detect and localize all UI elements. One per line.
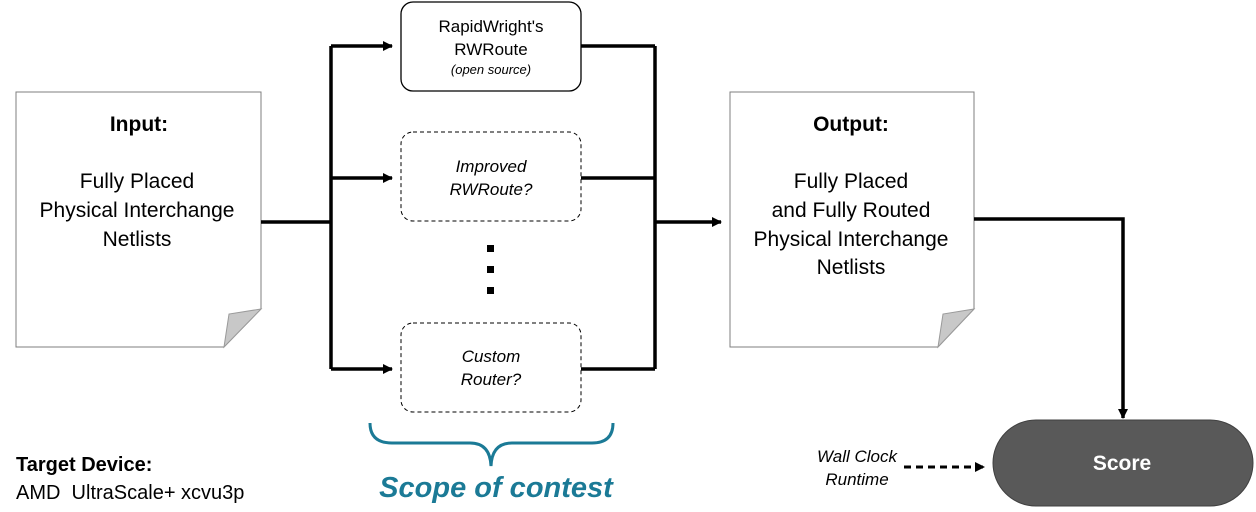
runtime-line-1: Wall Clock xyxy=(817,447,898,466)
scope-brace-path xyxy=(368,422,615,467)
router-improved: Improved RWRoute? xyxy=(400,131,582,222)
input-line-2: Physical Interchange xyxy=(40,199,235,222)
target-device-heading: Target Device: xyxy=(16,454,152,476)
router-custom-line-1: Custom xyxy=(462,347,521,366)
input-heading: Input: xyxy=(110,113,168,136)
target-device: Target Device: AMD UltraScale+ xcvu3p xyxy=(16,454,244,504)
output-connectors xyxy=(581,44,722,371)
runtime-line-2: Runtime xyxy=(825,470,888,489)
input-connectors xyxy=(261,41,393,374)
output-line-3: Physical Interchange xyxy=(754,228,949,251)
score: Score xyxy=(992,419,1254,507)
runtime-input: Wall Clock Runtime xyxy=(817,447,985,489)
router-improved-line-2: RWRoute? xyxy=(450,180,533,199)
router-rwroute-line-2: RWRoute xyxy=(454,40,527,59)
output-line-1: Fully Placed xyxy=(794,170,908,193)
score-label: Score xyxy=(1093,452,1151,475)
output-document-fold xyxy=(937,308,976,349)
target-device-value: AMD UltraScale+ xcvu3p xyxy=(16,482,244,504)
ellipsis-dots xyxy=(487,245,494,294)
output-document: Output: Fully Placed and Fully Routed Ph… xyxy=(729,91,976,349)
ellipsis-dot xyxy=(487,266,494,273)
router-rwroute-note: (open source) xyxy=(451,62,531,77)
router-improved-box xyxy=(400,131,582,222)
score-pill xyxy=(992,419,1254,507)
ellipsis-dot xyxy=(487,245,494,252)
router-rwroute: RapidWright's RWRoute (open source) xyxy=(400,1,582,92)
input-document: Input: Fully Placed Physical Interchange… xyxy=(15,91,263,349)
input-line-3: Netlists xyxy=(103,228,172,251)
router-custom-line-2: Router? xyxy=(461,370,522,389)
input-document-fold xyxy=(223,308,263,349)
output-to-score-arrow xyxy=(974,217,1128,419)
output-line-4: Netlists xyxy=(817,256,886,279)
output-heading: Output: xyxy=(813,113,889,136)
router-custom-box xyxy=(400,322,582,413)
router-custom: Custom Router? xyxy=(400,322,582,413)
scope-brace: Scope of contest xyxy=(368,422,615,504)
scope-label: Scope of contest xyxy=(379,472,614,504)
router-improved-line-1: Improved xyxy=(456,157,527,176)
ellipsis-dot xyxy=(487,287,494,294)
input-line-1: Fully Placed xyxy=(80,170,194,193)
output-line-2: and Fully Routed xyxy=(772,199,931,222)
router-rwroute-line-1: RapidWright's xyxy=(439,17,544,36)
